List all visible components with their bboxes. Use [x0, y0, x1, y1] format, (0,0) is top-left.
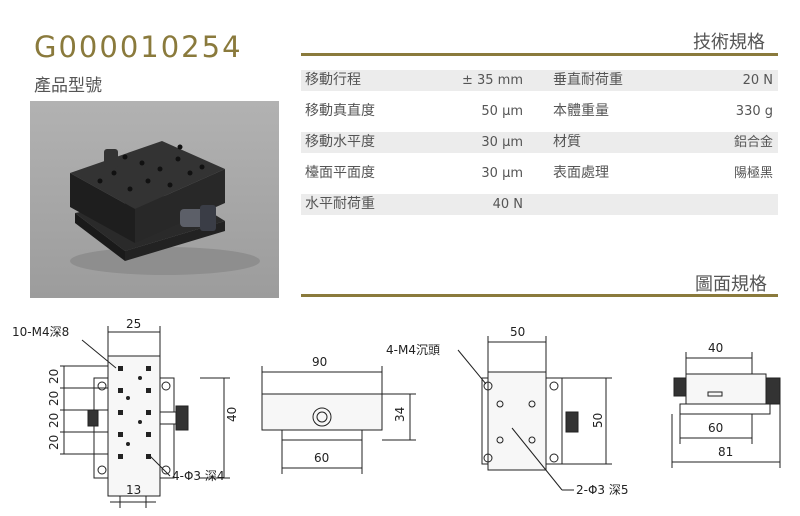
front-view-base-dim: 60 [314, 451, 329, 465]
spec-left-label: 移動行程 [305, 72, 361, 88]
bottom-view-drawing [457, 336, 612, 491]
top-view-pins-callout: 4-Φ3 深4 [172, 469, 225, 483]
spec-right-value: 鋁合金 [733, 135, 773, 150]
spec-left-value: 50 µm [481, 104, 523, 119]
top-view-pitch-dim-1: 20 [47, 369, 61, 384]
bottom-view-pins-callout: 2-Φ3 深5 [576, 483, 629, 497]
front-view-width-dim: 90 [312, 355, 327, 369]
spec-row: 移動真直度 50 µm 本體重量 330 g [301, 101, 778, 122]
spec-left-label: 移動真直度 [305, 103, 375, 119]
drawings-title: 圖面規格 [695, 274, 767, 295]
spec-right-value [681, 194, 773, 215]
spec-right-label: 表面處理 [553, 165, 609, 181]
spec-right-value: 20 N [742, 73, 773, 88]
top-view-pitch-dim-4: 20 [47, 435, 61, 450]
product-photo [30, 101, 279, 298]
spec-right-label: 材質 [553, 134, 581, 150]
spec-row: 移動水平度 30 µm 材質 鋁合金 [301, 132, 778, 153]
spec-left-value: 30 µm [481, 166, 523, 181]
bottom-view-height-dim: 50 [591, 413, 605, 428]
side-view-drawing [671, 352, 781, 468]
spec-right-value: 330 g [735, 104, 773, 119]
spec-right-label: 垂直耐荷重 [553, 72, 623, 88]
side-view-overall-dim: 81 [718, 445, 733, 459]
drawings-divider [301, 294, 778, 297]
side-view-base-dim: 60 [708, 421, 723, 435]
spec-left-value: 40 N [492, 197, 523, 212]
specs-divider [301, 53, 778, 56]
spec-right-value: 陽極黑 [733, 166, 773, 181]
front-view-height-dim: 34 [393, 407, 407, 422]
model-number: G000010254 [34, 30, 243, 64]
spec-left-value: ± 35 mm [461, 73, 523, 88]
spec-left-label: 移動水平度 [305, 134, 375, 150]
spec-left-label: 水平耐荷重 [305, 196, 375, 212]
technical-drawings: 10-M4深8 25 20 20 20 20 40 13 4-Φ3 深4 90 … [12, 317, 781, 508]
bottom-view-csk-callout: 4-M4沉頭 [386, 343, 440, 357]
top-view-pitch-dim-3: 20 [47, 413, 61, 428]
spec-left-label: 檯面平面度 [305, 165, 375, 181]
top-view-height-dim: 40 [225, 407, 239, 422]
spec-left-value: 30 µm [481, 135, 523, 150]
spec-right-label: 本體重量 [553, 103, 609, 119]
specs-title: 技術規格 [693, 32, 765, 53]
spec-row: 水平耐荷重 40 N [301, 194, 778, 215]
model-label: 產品型號 [34, 76, 102, 96]
spec-row: 移動行程 ± 35 mm 垂直耐荷重 20 N [301, 70, 778, 91]
front-view-drawing [261, 366, 416, 474]
top-view-holes-callout: 10-M4深8 [12, 325, 69, 339]
top-view-pitch-dim-2: 20 [47, 391, 61, 406]
top-view-width-dim: 25 [126, 317, 141, 331]
top-view-offset-dim: 13 [126, 483, 141, 497]
top-view-drawing [60, 326, 230, 508]
bottom-view-width-dim: 50 [510, 325, 525, 339]
spec-row: 檯面平面度 30 µm 表面處理 陽極黑 [301, 163, 778, 184]
side-view-top-dim: 40 [708, 341, 723, 355]
